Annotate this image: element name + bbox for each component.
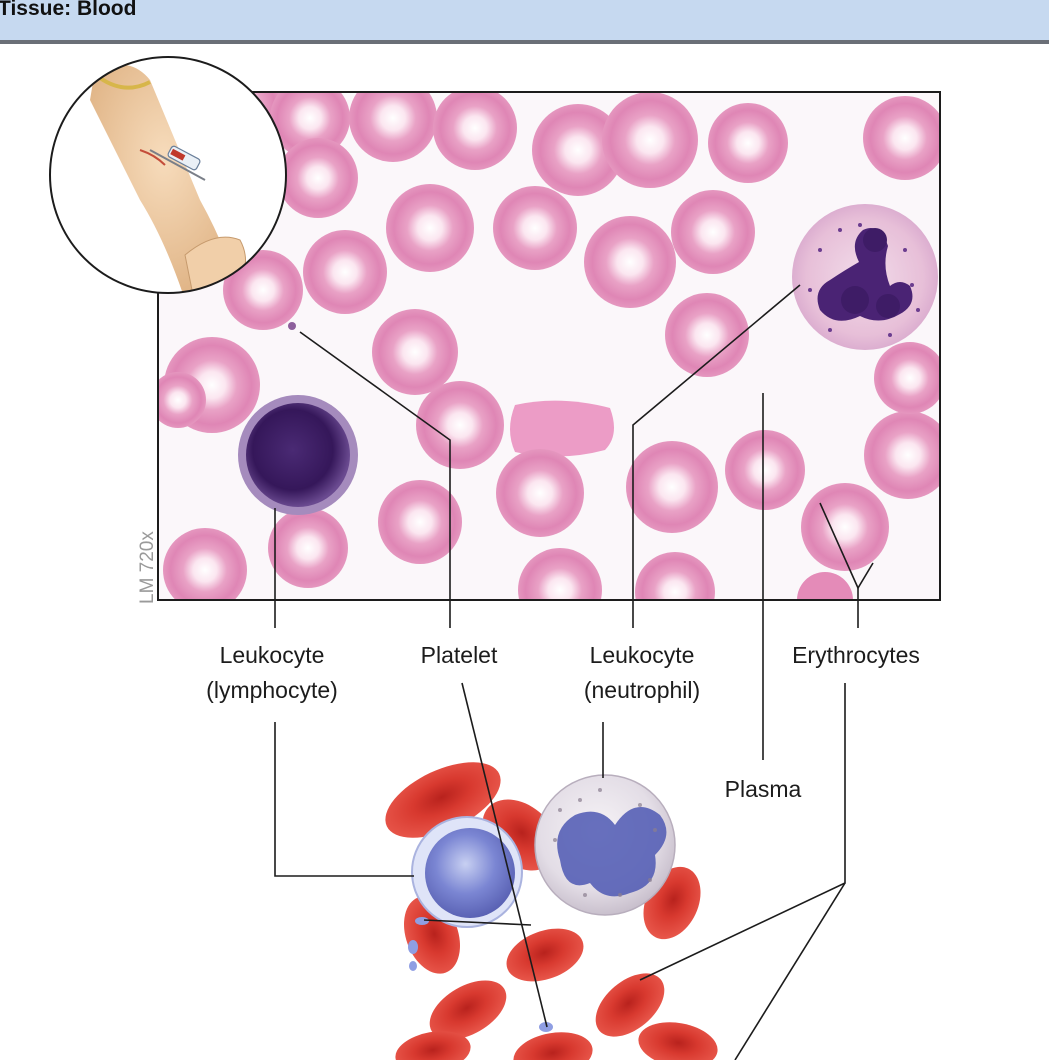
erythrocytes-label: Erythrocytes [792,642,920,668]
lymphocyte-micrograph [238,395,358,515]
lymphocyte-lower-leader [274,722,414,877]
platelets-illustration [408,917,553,1032]
neutrophil-micrograph [792,204,938,350]
light-micrograph [157,91,941,601]
leukocyte-lymphocyte-label-line2: (lymphocyte) [206,677,338,703]
platelet-lower-leader-2 [423,919,532,926]
erythrocytes-lower-leader-2 [734,882,846,1060]
leukocyte-lymphocyte-label-line1: Leukocyte [220,642,325,668]
page-title: Tissue: Blood [0,0,137,20]
erythrocytes-micrograph [158,92,940,600]
platelet-label: Platelet [421,642,498,668]
blood-draw-inset [49,56,287,294]
leukocyte-neutrophil-label-line1: Leukocyte [590,642,695,668]
blood-cells-illustration [385,762,718,1060]
platelet-lower-leader [461,682,548,1028]
header-bar: Tissue: Blood [0,0,1049,44]
leukocyte-neutrophil-label-line2: (neutrophil) [584,677,700,703]
plasma-label: Plasma [725,776,802,802]
syringe-icon [149,145,206,181]
leader-lines [274,284,874,1060]
magnification-label: LM 720x [137,531,158,604]
neutrophil-upper-leader [632,284,801,628]
lymphocyte-illustration [411,816,523,928]
neutrophil-illustration [534,774,676,916]
platelet-upper-leader [299,331,451,628]
micrograph-frame [157,91,941,601]
platelet-micrograph [288,322,296,330]
